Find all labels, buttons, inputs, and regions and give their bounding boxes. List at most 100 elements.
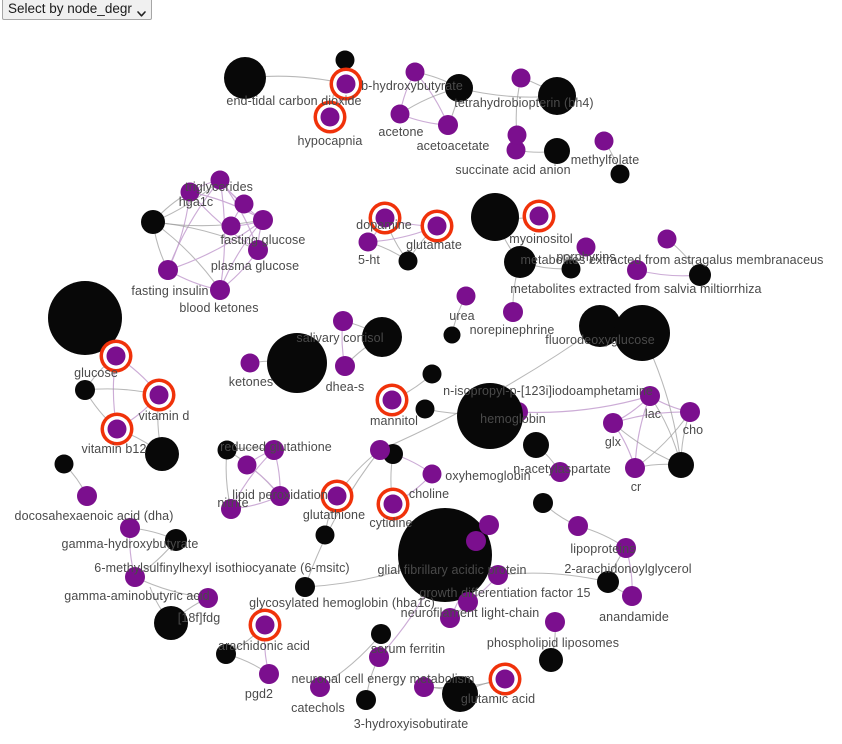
graph-node-metabolites-extracted-from-salvia-miltiorrhiza[interactable] (627, 260, 647, 280)
graph-node[interactable] (315, 525, 335, 545)
graph-node[interactable] (221, 216, 241, 236)
graph-node[interactable] (415, 399, 435, 419)
graph-node-cho[interactable] (680, 402, 700, 422)
graph-node-fasting-insulin[interactable] (158, 260, 178, 280)
graph-node[interactable] (668, 452, 694, 478)
graph-node-mannitol[interactable] (382, 390, 402, 410)
graph-node[interactable] (414, 677, 434, 697)
graph-node[interactable] (216, 644, 236, 664)
graph-node[interactable] (237, 455, 257, 475)
graph-node-hypocapnia[interactable] (320, 107, 340, 127)
graph-node-vitamin-b12[interactable] (107, 419, 127, 439)
graph-node-dopamine[interactable] (375, 208, 395, 228)
graph-node[interactable] (544, 138, 570, 164)
graph-node-glycosylated-hemoglobin-hba1c[interactable] (295, 577, 315, 597)
graph-node[interactable] (335, 50, 355, 70)
graph-node-end-tidal-carbon-dioxide[interactable] (224, 57, 266, 99)
graph-node-neuronal-cell-energy-metabolism[interactable] (371, 624, 391, 644)
graph-node-5-ht[interactable] (358, 232, 378, 252)
graph-node[interactable] (398, 251, 418, 271)
graph-node[interactable] (443, 326, 461, 344)
graph-node-metabolites-extracted-from-astragalus-membranaceus[interactable] (657, 229, 677, 249)
graph-node-hga1c[interactable] (141, 210, 165, 234)
graph-node[interactable] (504, 246, 536, 278)
graph-node-6-methylsulfinylhexyl-isothiocyanate-6-msitc[interactable] (125, 567, 145, 587)
select-by-node-degree-dropdown[interactable]: Select by node_degr (2, 0, 152, 20)
graph-node-tetrahydrobiopterin-bh4[interactable] (511, 68, 531, 88)
graph-node[interactable] (165, 529, 187, 551)
graph-node[interactable] (217, 440, 237, 460)
graph-node-n-acetylaspartate[interactable] (550, 462, 570, 482)
graph-node[interactable] (689, 264, 711, 286)
graph-node-fasting-glucose[interactable] (253, 210, 273, 230)
graph-node-glutathione[interactable] (327, 486, 347, 506)
graph-node-growth-differentiation-factor-15[interactable] (488, 565, 508, 585)
graph-node-b-hydroxybutyrate[interactable] (405, 62, 425, 82)
graph-node-gamma-aminobutyric-acid[interactable] (198, 588, 218, 608)
graph-node-glucose[interactable] (106, 346, 126, 366)
graph-node-gamma-hydroxybutyrate[interactable] (120, 518, 140, 538)
graph-node[interactable] (75, 380, 95, 400)
graph-node-glial-fibrillary-acidic-protein[interactable] (398, 508, 492, 602)
graph-node[interactable] (479, 515, 499, 535)
graph-node-glx[interactable] (603, 413, 623, 433)
graph-node[interactable] (539, 648, 563, 672)
graph-node-blood-ketones[interactable] (210, 280, 230, 300)
graph-node-nitrite[interactable] (221, 499, 241, 519)
graph-node-glutamic-acid[interactable] (495, 669, 515, 689)
graph-node[interactable] (538, 77, 576, 115)
graph-node[interactable] (48, 281, 122, 355)
graph-node[interactable] (362, 317, 402, 357)
graph-node-hemoglobin[interactable] (457, 383, 523, 449)
graph-node-succinate-acid-anion[interactable] (506, 140, 526, 160)
graph-node[interactable] (440, 608, 460, 628)
graph-node-porphyrins[interactable] (576, 237, 596, 257)
graph-node[interactable] (422, 364, 442, 384)
graph-node[interactable] (610, 164, 630, 184)
graph-node[interactable] (442, 676, 478, 712)
graph-node-phospholipid-liposomes[interactable] (545, 612, 565, 632)
graph-node-docosahexaenoic-acid-dha[interactable] (77, 486, 97, 506)
graph-node[interactable] (336, 74, 356, 94)
graph-node[interactable] (523, 432, 549, 458)
graph-node[interactable] (466, 531, 486, 551)
graph-node-lipoproteins[interactable] (568, 516, 588, 536)
graph-node-3-hydroxyisobutirate[interactable] (356, 690, 376, 710)
graph-node-urea[interactable] (456, 286, 476, 306)
graph-node-methylfolate[interactable] (594, 131, 614, 151)
graph-node-neurofilament-light-chain[interactable] (458, 592, 478, 612)
graph-node-vitamin-d[interactable] (149, 385, 169, 405)
graph-node-norepinephrine[interactable] (503, 302, 523, 322)
graph-node-plasma-glucose[interactable] (248, 240, 268, 260)
graph-node[interactable] (597, 571, 619, 593)
graph-node-dhea-s[interactable] (335, 356, 355, 376)
graph-node-glutamate[interactable] (427, 216, 447, 236)
graph-node-reduced-glutathione[interactable] (264, 440, 284, 460)
graph-node-2-arachidonoylglycerol[interactable] (616, 538, 636, 558)
graph-node[interactable] (267, 333, 327, 393)
graph-node[interactable] (445, 74, 473, 102)
graph-node[interactable] (145, 437, 179, 471)
graph-node-arachidonic-acid[interactable] (255, 615, 275, 635)
graph-node-myoinositol[interactable] (471, 193, 519, 241)
graph-node[interactable] (533, 493, 553, 513)
graph-node-ketones[interactable] (240, 353, 260, 373)
graph-node-acetone[interactable] (390, 104, 410, 124)
graph-node[interactable] (370, 440, 390, 460)
graph-node[interactable] (561, 259, 581, 279)
graph-node[interactable] (234, 194, 254, 214)
graph-node[interactable] (54, 454, 74, 474)
graph-node[interactable] (507, 125, 527, 145)
graph-node-18f-fdg[interactable] (154, 606, 188, 640)
graph-node-acetoacetate[interactable] (438, 115, 458, 135)
graph-node-anandamide[interactable] (622, 586, 642, 606)
graph-node[interactable] (614, 305, 670, 361)
graph-node-lac[interactable] (640, 386, 660, 406)
graph-node-pgd2[interactable] (259, 664, 279, 684)
graph-node-salivary-cortisol[interactable] (333, 311, 353, 331)
graph-node-oxyhemoglobin[interactable] (422, 464, 442, 484)
graph-node-cytidine[interactable] (383, 494, 403, 514)
graph-node-cr[interactable] (625, 458, 645, 478)
graph-node-serum-ferritin[interactable] (369, 647, 389, 667)
